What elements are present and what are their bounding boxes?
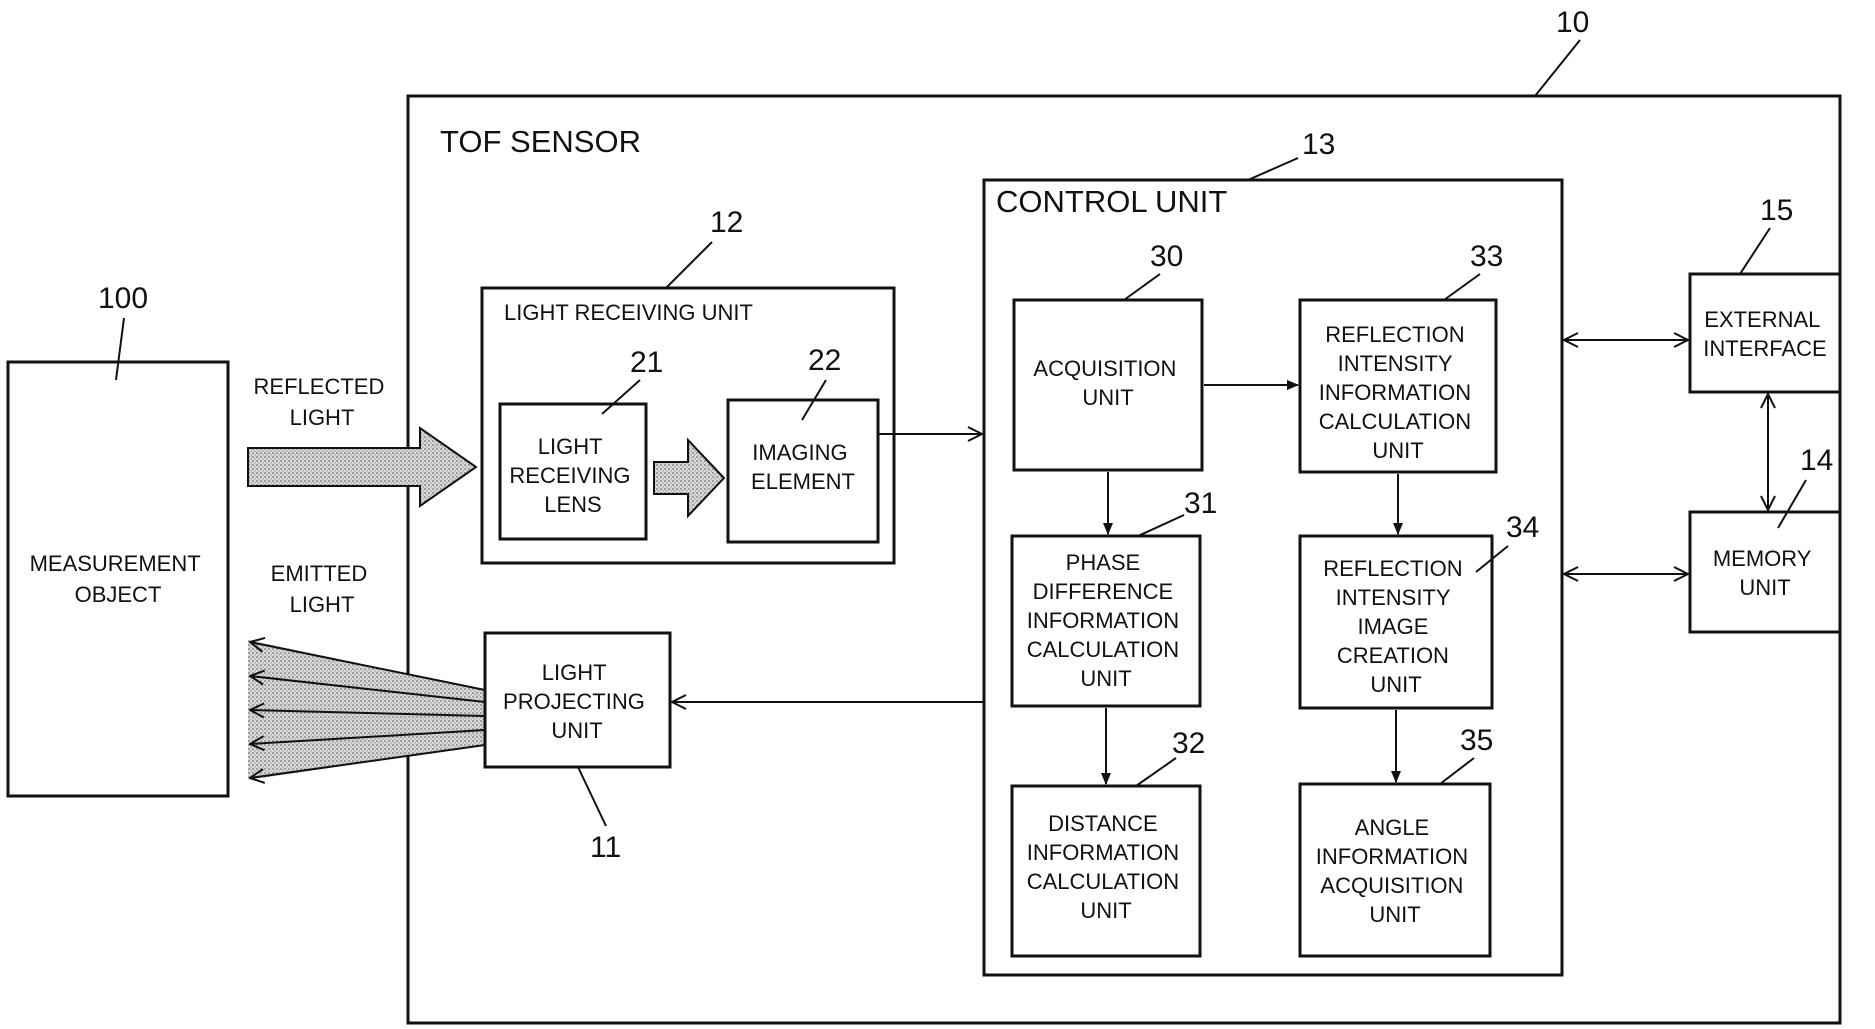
leader-12: [666, 242, 712, 288]
measurement-object-box: [8, 362, 228, 796]
reflected-light-label: REFLECTED LIGHT: [254, 374, 391, 430]
leader-15: [1740, 228, 1770, 274]
emitted-light-label: EMITTED LIGHT: [271, 561, 374, 617]
ref-21: 21: [630, 346, 663, 379]
ref-31: 31: [1184, 487, 1217, 520]
ref-35: 35: [1460, 724, 1493, 757]
ref-34: 34: [1506, 511, 1539, 544]
leader-10: [1535, 40, 1580, 96]
external-interface-box: [1690, 274, 1840, 392]
reflected-light-arrow: [248, 428, 476, 506]
angle-info-unit-box: [1300, 784, 1490, 956]
tof-sensor-label: TOF SENSOR: [440, 124, 641, 159]
leader-13: [1248, 158, 1298, 180]
memory-unit-box: [1690, 512, 1840, 632]
ref-32: 32: [1172, 727, 1205, 760]
ref-12: 12: [710, 206, 743, 239]
ref-13: 13: [1302, 128, 1335, 161]
leader-11: [578, 767, 606, 826]
ref-15: 15: [1760, 194, 1793, 227]
ref-10: 10: [1556, 6, 1589, 39]
light-receiving-unit-label: LIGHT RECEIVING UNIT: [504, 300, 753, 325]
emitted-light-beam: [248, 640, 485, 780]
ref-30: 30: [1150, 240, 1183, 273]
ref-22: 22: [808, 344, 841, 377]
control-unit-label: CONTROL UNIT: [996, 184, 1227, 219]
ref-100: 100: [98, 282, 148, 315]
ref-14: 14: [1800, 444, 1833, 477]
ref-33: 33: [1470, 240, 1503, 273]
ref-11: 11: [590, 831, 621, 864]
